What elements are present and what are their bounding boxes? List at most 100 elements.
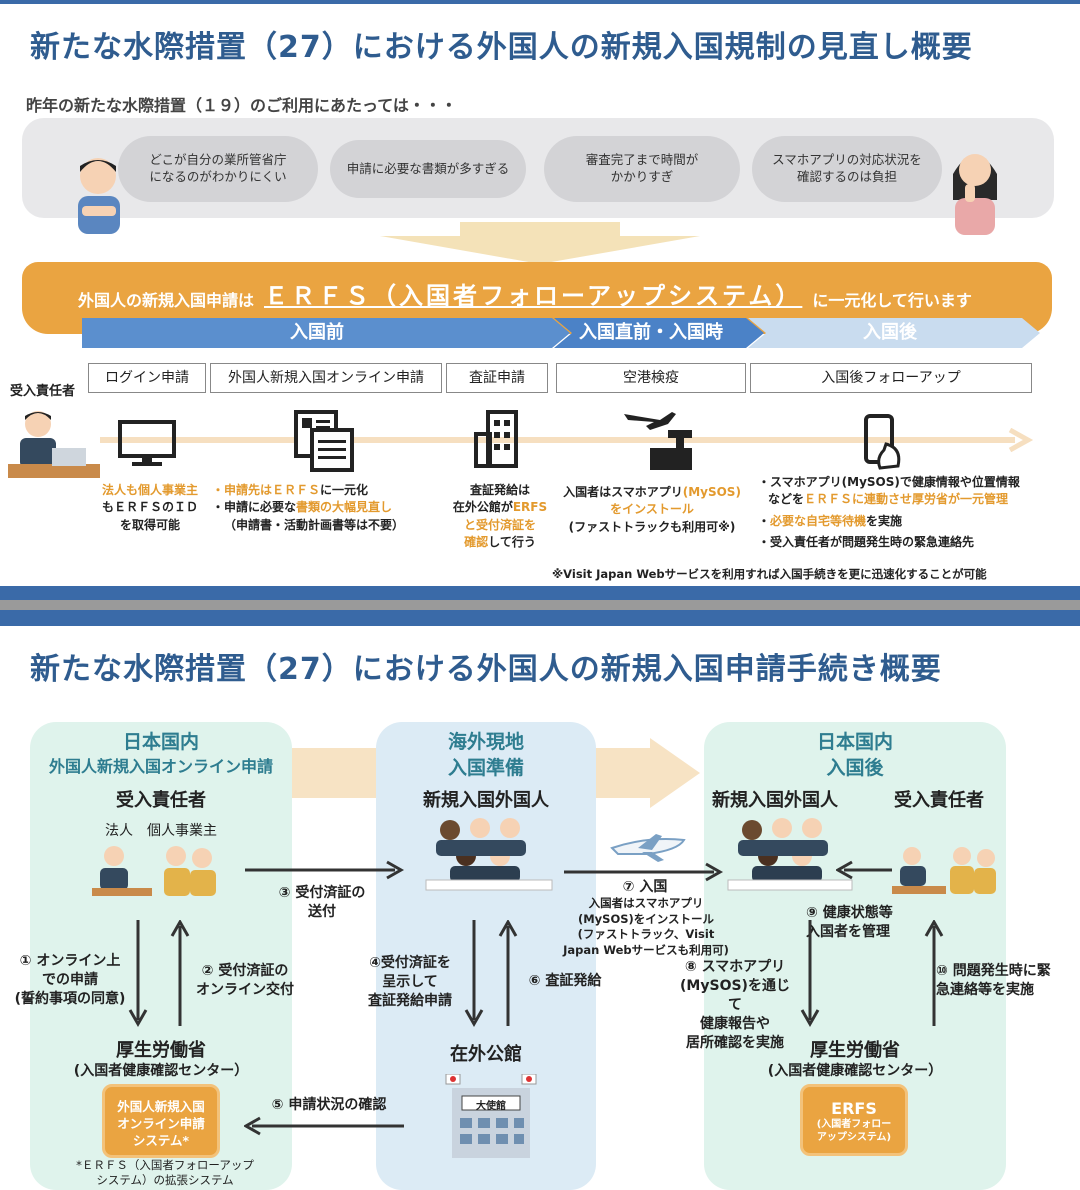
divider-band-bottom — [0, 610, 1080, 626]
right-employers-icon — [892, 847, 996, 894]
step2-label: ② 受付済証の オンライン交付 — [196, 963, 294, 998]
phase-arrows — [82, 318, 1040, 348]
phase-after-entry: 入国後 — [863, 322, 917, 343]
step3-arrow — [245, 860, 405, 880]
note-after-4: ・受入責任者が問題発生時の緊急連絡先 — [758, 535, 975, 550]
note-online-3: （申請書・活動計画書等は不要） — [224, 517, 405, 532]
note-login-line2: もＥＲＦＳのＩＤ — [101, 500, 198, 515]
step8-label: ⑧ スマホアプリ (MySOS)を通じて 健康報告や 居所確認を実施 — [680, 959, 790, 1051]
left-panel-title-1: 日本国内 — [122, 731, 199, 753]
worried-woman-icon — [953, 154, 997, 235]
step8-10-arrows — [800, 920, 944, 1028]
banner-pre-text: 外国人の新規入国申請は — [78, 291, 255, 310]
top-title: 新たな水際措置（27）における外国人の新規入国規制の見直し概要 — [30, 30, 973, 65]
down-arrow-icon — [380, 222, 700, 264]
note-after-1: ・スマホアプリ(MySOS)で健康情報や位置情報 — [758, 475, 1020, 489]
step7-title: ⑦ 入国 — [622, 879, 668, 895]
step5-arrow — [244, 1116, 404, 1136]
bottom-title: 新たな水際措置（27）における外国人の新規入国申請手続き概要 — [30, 652, 942, 687]
right-ministry: 厚生労働省 — [810, 1040, 900, 1061]
step1-label: ① オンライン上 での申請 (誓約事項の同意) — [14, 953, 126, 1007]
left-role: 受入責任者 — [116, 790, 206, 811]
left-panel-title-2: 外国人新規入国オンライン申請 — [48, 756, 273, 776]
step-online-application: 外国人新規入国オンライン申請 — [210, 363, 442, 393]
right-persons: 新規入国外国人 — [712, 790, 838, 811]
note-airport-2: をインストール — [610, 502, 694, 517]
note-visa-2a: 在外公館が — [452, 500, 513, 515]
note-after-2a: などを — [768, 492, 805, 507]
right-panel-title: 日本国内 入国後 — [704, 730, 1006, 781]
note-after-3b: 必要な自宅等待機 — [770, 513, 867, 528]
banner-erfs-text: ＥＲＦＳ（入国者フォローアップシステム） — [264, 282, 803, 310]
note-visa-2b: ERFS — [512, 500, 548, 515]
computer-monitor-icon — [118, 420, 176, 466]
complaint-cloud-3: 審査完了まで時間が かかりすぎ — [544, 136, 740, 202]
airport-plane-icon — [624, 412, 692, 470]
complaint-cloud-1: どこが自分の業所管省庁 になるのがわかりにくい — [118, 136, 318, 202]
step6-label: ⑥ 査証発給 — [528, 973, 602, 989]
note-visa-4b: して行う — [488, 535, 536, 550]
note-airport-3: (ファストトラックも利用可※) — [568, 519, 736, 534]
smartphone-icon — [864, 414, 901, 470]
erfs-db-icon: ERFS (入国者フォロー アップシステム) — [800, 1084, 908, 1156]
right-panel-title-1: 日本国内 — [816, 731, 893, 753]
complaint-cloud-4: スマホアプリの対応状況を 確認するのは負担 — [752, 136, 942, 202]
step4-label: ④受付済証を 呈示して 査証発給申請 — [368, 955, 452, 1009]
note-online-1a: ・申請先は — [212, 483, 273, 497]
right-role: 受入責任者 — [894, 790, 984, 811]
middle-persons: 新規入国外国人 — [423, 790, 549, 811]
note-after-3c: を実施 — [866, 513, 903, 528]
right-panel-title-2: 入国後 — [826, 756, 884, 779]
divider-band-top — [0, 586, 1080, 600]
left-panel-title: 日本国内 外国人新規入国オンライン申請 — [30, 730, 292, 777]
note-online-2a: ・申請に必要な — [212, 500, 297, 515]
note-online-1c: に一元化 — [320, 483, 369, 497]
worried-man-icon — [78, 158, 120, 234]
embassy-sign: 大使館 — [476, 1101, 506, 1112]
note-online: ・申請先はＥＲＦＳに一元化 ・申請に必要な書類の大幅見直し （申請書・活動計画書… — [212, 482, 452, 534]
divider-band-gray — [0, 600, 1080, 610]
note-login-line1: 法人も個人事業主 — [101, 483, 198, 497]
note-visa: 査証発給は 在外公館がERFS と受付済証を 確認して行う — [448, 482, 552, 552]
top-subtitle: 昨年の新たな水際措置（１９）のご利用にあたっては・・・ — [26, 96, 457, 115]
middle-panel-title-1: 海外現地 — [447, 731, 524, 753]
middle-panel-title-2: 入国準備 — [447, 756, 524, 779]
left-center: (入国者健康確認センター） — [73, 1063, 249, 1079]
note-online-1b: ＥＲＦＳ — [272, 483, 321, 497]
documents-icon — [294, 410, 354, 472]
employers-icon — [92, 846, 216, 896]
manager-at-desk-icon — [8, 411, 100, 478]
step7-body: 入国者はスマホアプリ (MySOS)をインストール (ファストトラック、Visi… — [563, 896, 729, 957]
step-follow-up: 入国後フォローアップ — [750, 363, 1032, 393]
note-login: 法人も個人事業主 もＥＲＦＳのＩＤ を取得可能 — [90, 482, 210, 534]
middle-panel-title: 海外現地 入国準備 — [376, 730, 596, 781]
right-role-arrow — [836, 860, 892, 880]
step-visa: 査証申請 — [446, 363, 548, 393]
note-after-2b: ＥＲＦＳに連動させ厚労省が一元管理 — [804, 492, 1009, 507]
note-after-3a: ・ — [758, 513, 771, 528]
phase-before-entry: 入国前 — [290, 322, 344, 343]
vjw-footnote: ※Visit Japan Webサービスを利用すれば入国手続きを更に迅速化するこ… — [552, 567, 987, 581]
erfs-db-sub: (入国者フォロー アップシステム) — [816, 1119, 892, 1143]
step10-label: ⑩ 問題発生時に緊 急連絡等を実施 — [936, 963, 1051, 998]
step-login: ログイン申請 — [88, 363, 206, 393]
airplane-icon — [610, 834, 686, 862]
left-ministry: 厚生労働省 — [116, 1040, 206, 1061]
left-footnote: *ＥＲＦＳ（入国者フォローアップ システム）の拡張システム — [76, 1158, 254, 1187]
left-sub: 法人 個人事業主 — [105, 823, 217, 839]
note-airport: 入国者はスマホアプリ(MySOS) をインストール (ファストトラックも利用可※… — [556, 484, 748, 536]
step-airport-quarantine: 空港検疫 — [556, 363, 746, 393]
step9-label: ⑨ 健康状態等 入国者を管理 — [806, 905, 893, 940]
embassy-label: 在外公館 — [450, 1044, 522, 1065]
timeline-arrow — [100, 428, 1034, 452]
erfs-db-title: ERFS — [831, 1099, 877, 1118]
step1-2-arrows — [128, 920, 190, 1028]
step7-arrow — [564, 862, 724, 882]
phase-at-entry: 入国直前・入国時 — [579, 322, 723, 343]
note-airport-1a: 入国者はスマホアプリ — [563, 485, 683, 499]
role-label: 受入責任者 — [10, 384, 76, 399]
note-online-2b: 書類の大幅見直し — [296, 500, 393, 515]
online-system-db-icon: 外国人新規入国 オンライン申請 システム* — [102, 1084, 220, 1158]
note-visa-4a: 確認 — [464, 535, 489, 550]
foreigners-group-icon — [425, 818, 553, 891]
